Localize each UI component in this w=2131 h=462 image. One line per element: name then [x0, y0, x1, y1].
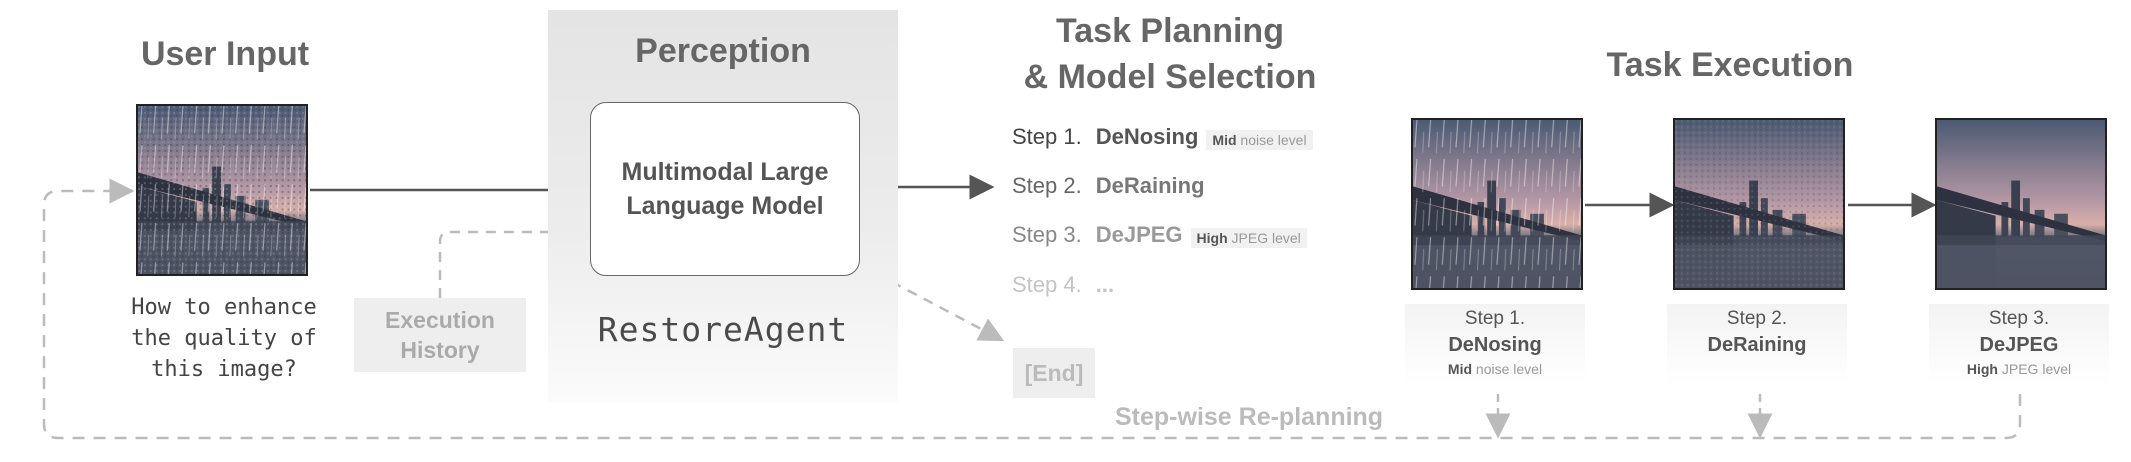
dashed-arrow [42, 178, 2022, 440]
detail-bold: Mid [1447, 361, 1473, 377]
exec-step-name: DeJPEG [1979, 334, 2059, 356]
execution-history: Execution History [354, 298, 526, 372]
tag-rest: JPEG level [1231, 229, 1301, 246]
task-planning-title-line2: & Model Selection [1023, 58, 1317, 96]
dashed-arrow [438, 219, 591, 298]
detail-bold: High [1966, 361, 1998, 377]
perception-title: Perception [635, 32, 811, 70]
plan-step-tag: Mid noise level [1206, 129, 1313, 150]
plan-step-2: Step 2. DeRaining [1012, 173, 1205, 199]
exec-step-detail: Mid noise level [1405, 361, 1585, 377]
exec-step-1-card: Step 1. DeNosing Mid noise level [1405, 304, 1585, 384]
plan-step-name: DeNosing [1095, 124, 1199, 149]
exec-step-label: Step 3. [1988, 308, 2050, 329]
exec-step-name: DeRaining [1707, 334, 1807, 356]
user-question: How to enhance the quality of this image… [131, 295, 317, 382]
plan-step-label: Step 4. [1012, 272, 1082, 297]
exec-image-1 [1411, 118, 1583, 290]
plan-step-label: Step 1. [1012, 124, 1082, 149]
exec-step-detail: High JPEG level [1929, 361, 2109, 377]
exec-image-3 [1935, 118, 2107, 290]
plan-step-label: Step 2. [1012, 173, 1082, 198]
exec-image-2 [1673, 118, 1845, 290]
mllm-box: Multimodal Large Language Model [590, 102, 860, 276]
replanning-label: Step-wise Re-planning [1115, 403, 1384, 431]
exec-step-label: Step 1. [1464, 308, 1526, 329]
tag-bold: High [1196, 229, 1228, 246]
plan-step-tag: High JPEG level [1190, 227, 1307, 248]
plan-step-name: DeJPEG [1095, 222, 1183, 247]
detail-rest: JPEG level [2001, 361, 2072, 377]
user-input-title: User Input [140, 35, 310, 73]
tag-rest: noise level [1240, 131, 1307, 148]
agent-name: RestoreAgent [597, 310, 849, 349]
detail-rest: noise level [1475, 361, 1543, 377]
exec-step-label: Step 2. [1726, 308, 1788, 329]
end-box: [End] [1013, 348, 1095, 398]
input-image [136, 104, 308, 276]
mllm-label: Multimodal Large Language Model [621, 158, 829, 220]
plan-step-1: Step 1. DeNosing Mid noise level [1012, 124, 1313, 150]
task-planning-title-line1: Task Planning [1056, 12, 1284, 50]
plan-step-3: Step 3. DeJPEG High JPEG level [1012, 222, 1307, 248]
plan-step-name: ... [1095, 272, 1115, 297]
task-planning-title: Task Planning & Model Selection [985, 8, 1355, 100]
exec-step-2-card: Step 2. DeRaining [1667, 304, 1847, 384]
plan-step-4: Step 4.... [1012, 272, 1114, 298]
exec-step-3-card: Step 3. DeJPEG High JPEG level [1929, 304, 2109, 384]
exec-step-name: DeNosing [1448, 334, 1542, 356]
tag-bold: Mid [1212, 131, 1237, 148]
plan-step-name: DeRaining [1095, 173, 1205, 198]
plan-step-label: Step 3. [1012, 222, 1082, 247]
task-execution-title: Task Execution [1606, 46, 1854, 84]
